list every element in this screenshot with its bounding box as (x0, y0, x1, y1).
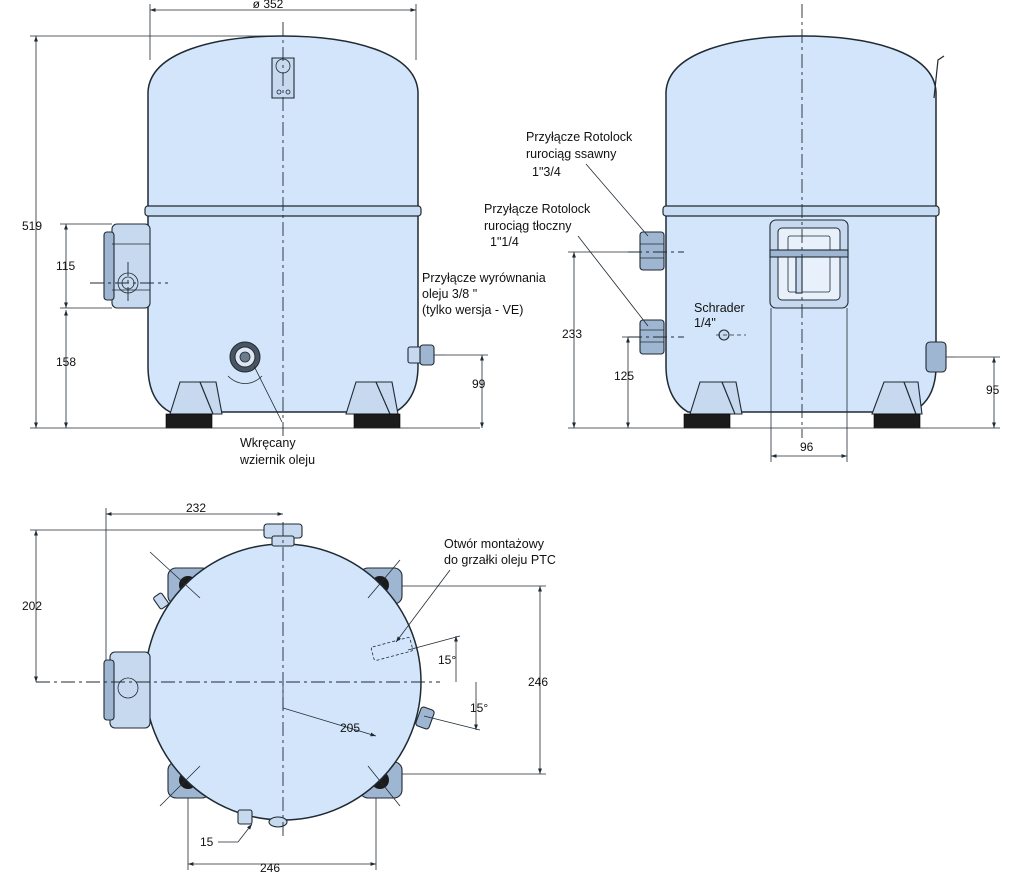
suction-connector (639, 231, 665, 271)
dim-115: 115 (56, 259, 75, 273)
dim-158: 158 (56, 355, 76, 369)
front-view (30, 22, 480, 438)
front-view-feet (165, 381, 401, 429)
side-view-dimensions: 233 125 96 95 (562, 251, 1000, 462)
dim-diameter-352: ø 352 (253, 0, 284, 11)
dim-202: 202 (22, 599, 42, 613)
sight-glass-front (227, 341, 263, 384)
dim-232: 232 (186, 501, 206, 515)
label-ptc-heater: Otwór montażowy do grzałki oleju PTC (444, 537, 556, 567)
terminal-box (103, 223, 151, 309)
dim-246-horizontal: 246 (260, 861, 280, 874)
label-schrader: Schrader 1/4" (694, 301, 748, 330)
front-view-labels: Przyłącze wyrównania oleju 3/8 " (tylko … (239, 271, 549, 467)
dim-125: 125 (614, 369, 634, 383)
label-sight-glass: Wkręcany wziernik oleju (239, 436, 315, 467)
dim-233: 233 (562, 327, 582, 341)
label-discharge: Przyłącze Rotolock rurociąg tłoczny 1"1/… (484, 202, 594, 249)
label-oil-equalization: Przyłącze wyrównania oleju 3/8 " (tylko … (422, 271, 549, 317)
side-terminal-box (769, 219, 849, 309)
side-view (568, 4, 1000, 438)
dim-15: 15 (200, 835, 214, 849)
side-oil-fitting (925, 341, 956, 373)
side-view-weld-band (662, 205, 940, 217)
top-view-labels: Otwór montażowy do grzałki oleju PTC (395, 537, 556, 643)
dim-95: 95 (986, 383, 1000, 397)
side-view-labels: Przyłącze Rotolock rurociąg ssawny 1"3/4… (484, 130, 748, 330)
dim-99: 99 (472, 377, 486, 391)
dim-96: 96 (800, 440, 814, 454)
oil-equalization-fitting (407, 344, 446, 366)
top-view-dimensions: 232 202 246 205 15° 15° 246 15 (22, 501, 548, 874)
dim-246-vertical: 246 (528, 675, 548, 689)
dim-205: 205 (340, 721, 360, 735)
dim-angle-15-a: 15° (438, 653, 456, 667)
front-view-dimensions: ø 352 519 115 158 99 (22, 0, 488, 428)
side-view-feet (683, 381, 923, 429)
label-suction: Przyłącze Rotolock rurociąg ssawny 1"3/4 (526, 130, 636, 179)
schrader-valve (716, 329, 746, 341)
dim-height-519: 519 (22, 219, 42, 233)
dim-angle-15-b: 15° (470, 701, 488, 715)
top-view (36, 522, 440, 840)
